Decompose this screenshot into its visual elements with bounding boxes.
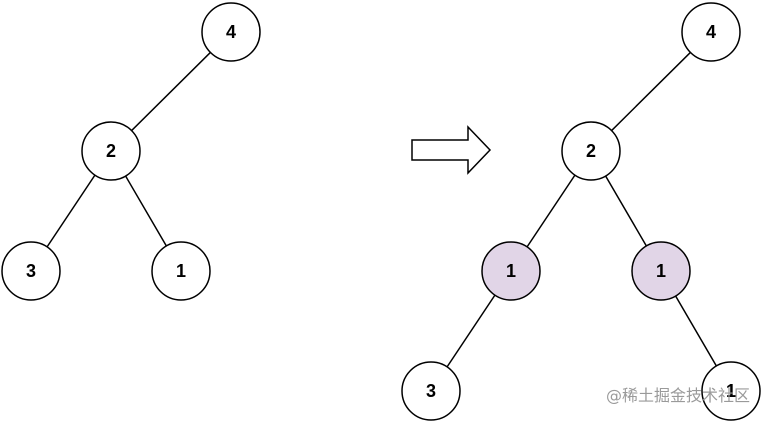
node-label: 1 [726, 381, 736, 401]
tree-edge [674, 295, 718, 367]
node-label: 1 [656, 261, 666, 281]
node-circle [561, 121, 621, 181]
tree-node: 4 [201, 2, 261, 62]
tree-node: 2 [561, 121, 621, 181]
node-circle [481, 241, 541, 301]
node-label: 1 [506, 261, 516, 281]
node-label: 1 [176, 261, 186, 281]
node-label: 2 [106, 141, 116, 161]
tree-edge [446, 294, 496, 368]
tree-edge [46, 174, 96, 248]
tree-node: 3 [1, 241, 61, 301]
node-circle [701, 361, 761, 421]
highlighted-tree-node: 1 [481, 241, 541, 301]
node-label: 2 [586, 141, 596, 161]
highlighted-tree-node: 1 [631, 241, 691, 301]
node-circle [201, 2, 261, 62]
tree-edge [611, 51, 691, 132]
tree-edge [604, 175, 648, 247]
tree-node: 4 [681, 2, 741, 62]
tree-edge [526, 174, 576, 248]
node-label: 3 [26, 261, 36, 281]
node-label: 4 [706, 22, 716, 42]
node-label: 3 [426, 381, 436, 401]
tree-node: 1 [701, 361, 761, 421]
node-circle [151, 241, 211, 301]
node-circle [631, 241, 691, 301]
node-circle [401, 361, 461, 421]
watermark-text: @稀土掘金技术社区 [605, 386, 750, 405]
node-circle [681, 2, 741, 62]
tree-edge [131, 51, 211, 132]
tree-node: 3 [401, 361, 461, 421]
tree-node: 1 [151, 241, 211, 301]
edges-layer [46, 51, 718, 368]
node-circle [81, 121, 141, 181]
tree-node: 2 [81, 121, 141, 181]
right-arrow-icon [411, 125, 492, 175]
node-label: 4 [226, 22, 236, 42]
tree-edge [124, 175, 168, 247]
node-circle [1, 241, 61, 301]
